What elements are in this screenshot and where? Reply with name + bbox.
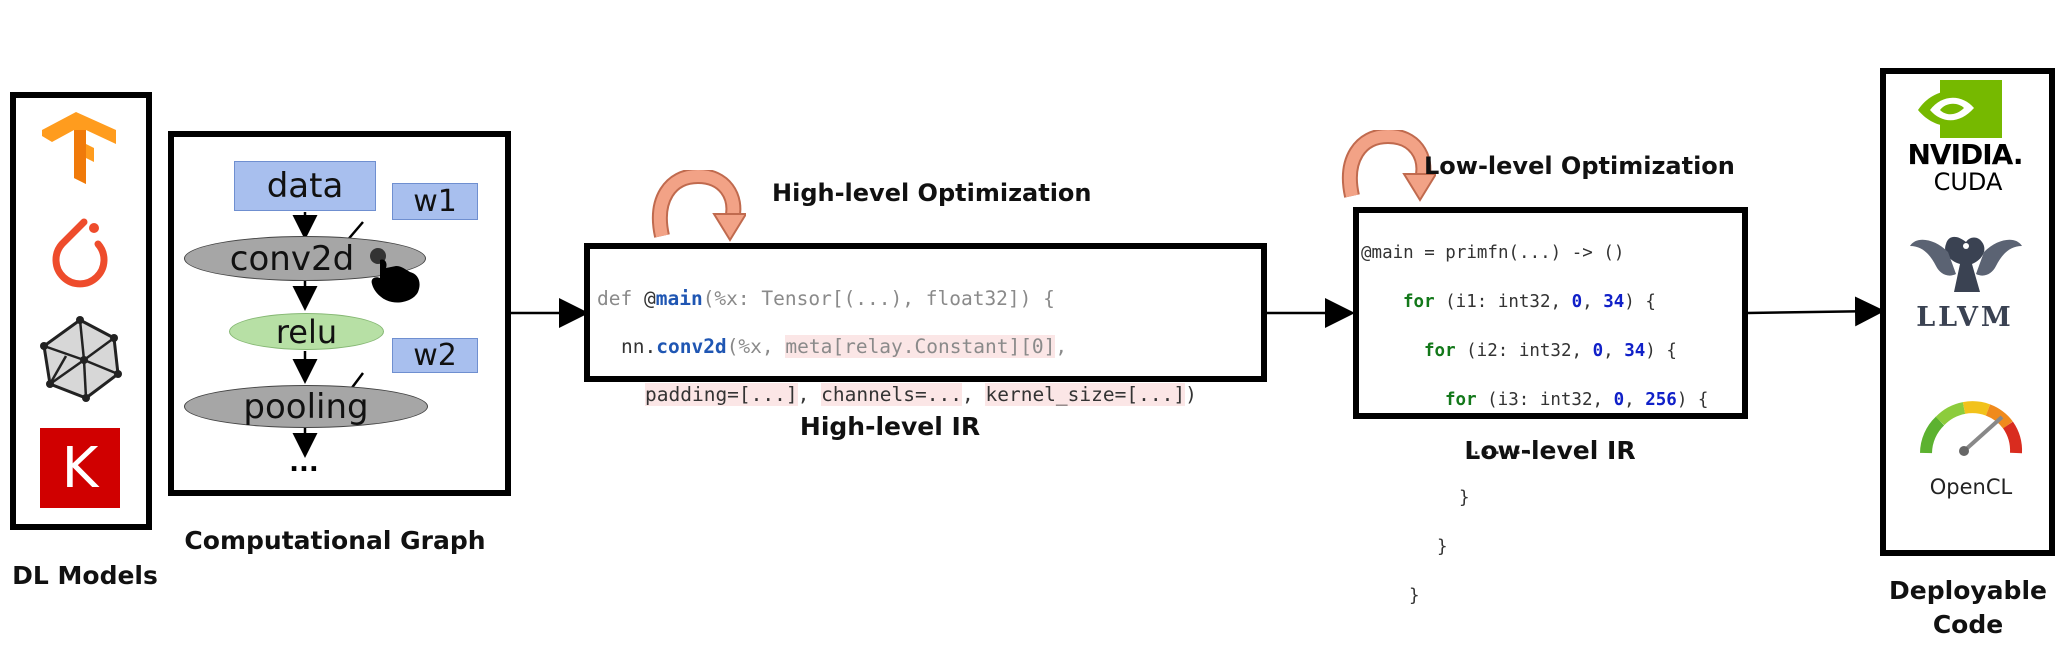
code-zero-2: 0 — [1592, 340, 1604, 361]
opencl-gauge-icon — [1920, 401, 2023, 456]
node-relu: relu — [229, 312, 384, 351]
computational-graph-caption: Computational Graph — [184, 526, 486, 555]
code-open-3: ) { — [1676, 389, 1709, 410]
low-ir-line-5: ...... — [1471, 438, 1535, 459]
code-for-1: for — [1403, 291, 1435, 312]
opencl-label: OpenCL — [1929, 475, 2013, 499]
code-for-3: for — [1445, 389, 1477, 410]
low-ir-line-7: } — [1437, 536, 1448, 557]
high-level-optimization-loop-icon — [651, 170, 746, 242]
low-level-optimization-label: Low-level Optimization — [1424, 152, 1735, 180]
code-comma: , — [1055, 335, 1068, 358]
high-ir-line-2: nn.conv2d(%x, meta[relay.Constant][0], — [597, 335, 1197, 359]
node-data: data — [234, 161, 376, 211]
code-close: ) — [1185, 383, 1197, 406]
code-i1: (i1: int32, — [1434, 291, 1572, 312]
low-ir-line-8: } — [1409, 585, 1420, 606]
code-nn: nn. — [621, 335, 657, 358]
low-level-ir-code: @main = primfn(...) -> () for (i1: int32… — [1361, 216, 1708, 633]
code-256: 256 — [1645, 389, 1677, 410]
code-i2: (i2: int32, — [1455, 340, 1593, 361]
keras-icon: K — [40, 428, 120, 508]
pointer-hand-icon — [370, 248, 420, 303]
node-pooling: pooling — [184, 385, 428, 428]
llvm-wordmark: LLVM — [1906, 302, 2024, 333]
code-def: def — [597, 287, 644, 310]
tensorflow-icon — [42, 112, 116, 184]
low-ir-line-2: for (i1: int32, 0, 34) { — [1361, 290, 1708, 315]
high-ir-line-3: padding=[...], channels=..., kernel_size… — [597, 383, 1197, 407]
code-sep-2: , — [962, 383, 986, 406]
code-at: @ — [643, 287, 656, 310]
llvm-label: LLVM — [1916, 302, 2014, 333]
code-for-2: for — [1424, 340, 1456, 361]
low-ir-line-6: } — [1459, 487, 1470, 508]
high-ir-line-1: def @main(%x: Tensor[(...), float32]) { — [597, 287, 1197, 311]
deployable-code-caption-line-2: Code — [1932, 610, 2004, 639]
high-level-ir-caption: High-level IR — [799, 412, 981, 441]
low-ir-line-4: for (i3: int32, 0, 256) { — [1361, 388, 1708, 413]
code-meta: meta[relay.Constant][0] — [785, 335, 1056, 358]
cuda-label: CUDA — [1933, 168, 2003, 196]
code-zero-1: 0 — [1571, 291, 1583, 312]
onnx-icon — [40, 316, 122, 402]
node-relu-label: relu — [275, 312, 338, 351]
high-level-optimization-label: High-level Optimization — [772, 179, 1092, 207]
nvidia-eye-icon — [1918, 80, 2002, 138]
code-channels: channels=... — [821, 383, 962, 406]
node-w1: w1 — [392, 183, 478, 220]
node-w2: w2 — [392, 338, 478, 373]
deployable-code-caption-line-1: Deployable — [1889, 576, 2047, 605]
node-w1-label: w1 — [413, 184, 457, 219]
code-comma-1: , — [1582, 291, 1604, 312]
code-args: (%x, — [726, 335, 786, 358]
code-i3: (i3: int32, — [1476, 389, 1614, 410]
code-comma-2: , — [1603, 340, 1625, 361]
keras-letter: K — [61, 435, 99, 501]
code-open-2: ) { — [1645, 340, 1677, 361]
dl-models-caption: DL Models — [12, 561, 158, 590]
code-kernel-size: kernel_size=[...] — [985, 383, 1186, 406]
pytorch-icon — [52, 218, 108, 288]
node-data-label: data — [266, 166, 344, 206]
code-sep-1: , — [797, 383, 822, 406]
code-zero-3: 0 — [1613, 389, 1625, 410]
code-34-b: 34 — [1624, 340, 1646, 361]
code-34-a: 34 — [1603, 291, 1625, 312]
node-conv2d-label: conv2d — [229, 238, 355, 279]
graph-ellipsis: ... — [289, 448, 319, 478]
code-main: main — [655, 287, 703, 310]
node-w2-label: w2 — [413, 338, 457, 373]
code-open-1: ) { — [1624, 291, 1656, 312]
low-level-ir-caption: Low-level IR — [1464, 436, 1636, 465]
code-padding: padding=[...] — [645, 383, 798, 406]
node-pooling-label: pooling — [243, 386, 369, 427]
deployable-code-panel — [1880, 68, 2055, 556]
code-signature: (%x: Tensor[(...), float32]) { — [702, 287, 1055, 310]
high-level-ir-code: def @main(%x: Tensor[(...), float32]) { … — [597, 263, 1197, 431]
low-ir-line-3: for (i2: int32, 0, 34) { — [1361, 339, 1708, 364]
low-ir-line-1: @main = primfn(...) -> () — [1361, 242, 1625, 263]
low-level-optimization-loop-icon — [1341, 130, 1436, 202]
high-level-ir-box — [584, 243, 1267, 382]
low-level-ir-box — [1353, 207, 1748, 419]
nvidia-wordmark: NVIDIA. — [1907, 138, 2023, 171]
code-comma-3: , — [1624, 389, 1646, 410]
code-conv2d: conv2d — [656, 335, 727, 358]
llvm-dragon-icon — [1910, 236, 2022, 292]
